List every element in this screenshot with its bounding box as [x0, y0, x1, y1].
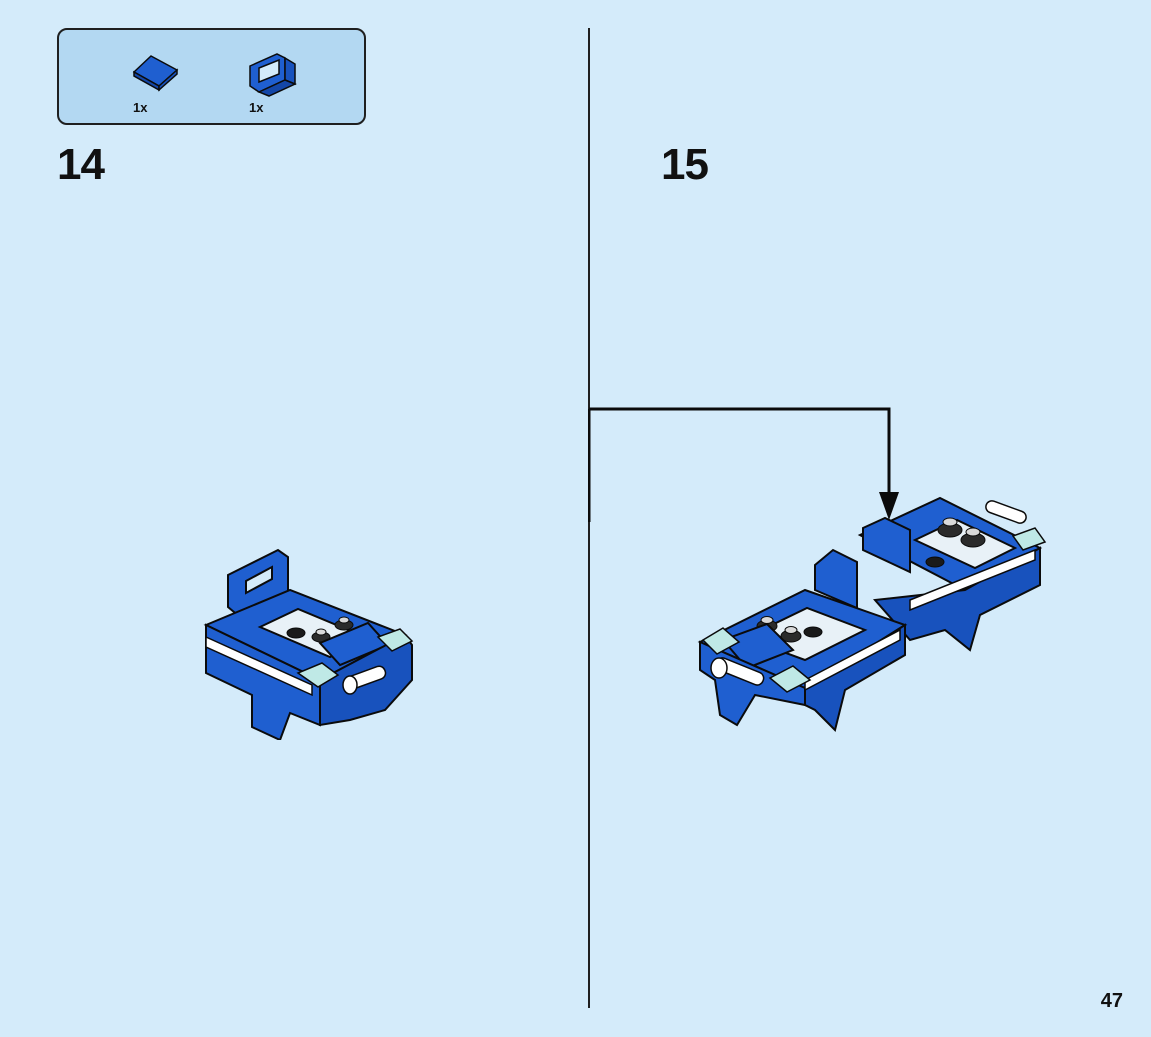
assembly-arrow-icon	[588, 407, 899, 522]
step-number: 15	[661, 140, 709, 189]
part-quantity: 1x	[133, 100, 148, 115]
page-number: 47	[1100, 990, 1123, 1012]
blue-vehicle-module-icon	[203, 548, 414, 740]
part-item: 1x	[245, 48, 305, 118]
blue-slope-brick-icon	[132, 55, 179, 92]
step-number: 14	[57, 140, 105, 189]
blue-windshield-brick-icon	[249, 53, 297, 97]
blue-combined-vehicle-icon	[697, 496, 1047, 732]
part-item: 1x	[129, 48, 189, 118]
parts-callout: 1x 1x	[57, 28, 366, 125]
part-quantity: 1x	[249, 100, 264, 115]
